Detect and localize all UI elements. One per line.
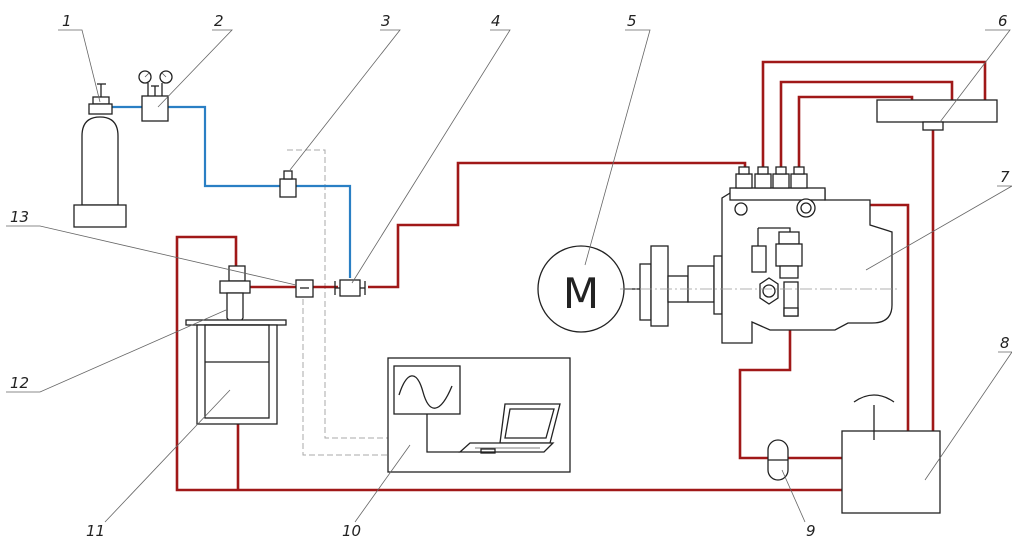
pressure-reducer xyxy=(138,70,173,122)
fuel-tank xyxy=(841,394,941,514)
label-1: 1 xyxy=(62,12,72,30)
hp-line-1 xyxy=(761,60,987,172)
label-12: 12 xyxy=(10,374,29,392)
pressure-header xyxy=(876,99,998,131)
flow-meter xyxy=(767,439,789,481)
label-5: 5 xyxy=(627,12,637,30)
measuring-vessel xyxy=(185,319,287,425)
callout-labels: 1 2 3 4 5 6 7 8 9 10 11 12 13 xyxy=(10,12,1010,540)
gas-valve xyxy=(279,170,297,198)
label-9: 9 xyxy=(806,522,816,540)
label-8: 8 xyxy=(1000,334,1010,352)
label-10: 10 xyxy=(342,522,361,540)
label-6: 6 xyxy=(998,12,1008,30)
gas-line-valve-mixer xyxy=(296,184,352,278)
fuel-line-pump-to-mixer xyxy=(368,161,747,289)
label-7: 7 xyxy=(1000,168,1010,186)
fuel-line-return-loop xyxy=(175,235,842,492)
label-13: 13 xyxy=(10,208,29,226)
signal-line-lower xyxy=(302,290,388,456)
signal-lines xyxy=(287,149,388,456)
waveform-icon xyxy=(398,375,453,409)
motor-symbol: M xyxy=(563,269,599,318)
label-3: 3 xyxy=(381,12,391,30)
fuel-line-feed xyxy=(738,316,852,460)
label-2: 2 xyxy=(214,12,224,30)
label-4: 4 xyxy=(491,12,501,30)
coupling xyxy=(639,245,723,327)
gas-fuel-mixer xyxy=(334,279,366,297)
gas-lines xyxy=(112,105,352,278)
laptop-screen xyxy=(499,403,561,444)
gas-cylinder xyxy=(73,83,127,228)
electric-motor: M xyxy=(537,245,640,333)
data-acquisition-system xyxy=(387,357,571,473)
gas-line-reducer-valve xyxy=(168,105,280,188)
pressure-sensor xyxy=(295,279,314,298)
injection-pump xyxy=(721,166,893,344)
hp-line-2 xyxy=(779,80,954,172)
laptop-keyboard xyxy=(458,442,555,453)
hp-line-3 xyxy=(797,95,914,172)
scope-cable xyxy=(426,414,460,453)
leader-lines xyxy=(6,29,1012,523)
oscilloscope-screen xyxy=(393,365,461,415)
label-11: 11 xyxy=(86,522,105,540)
